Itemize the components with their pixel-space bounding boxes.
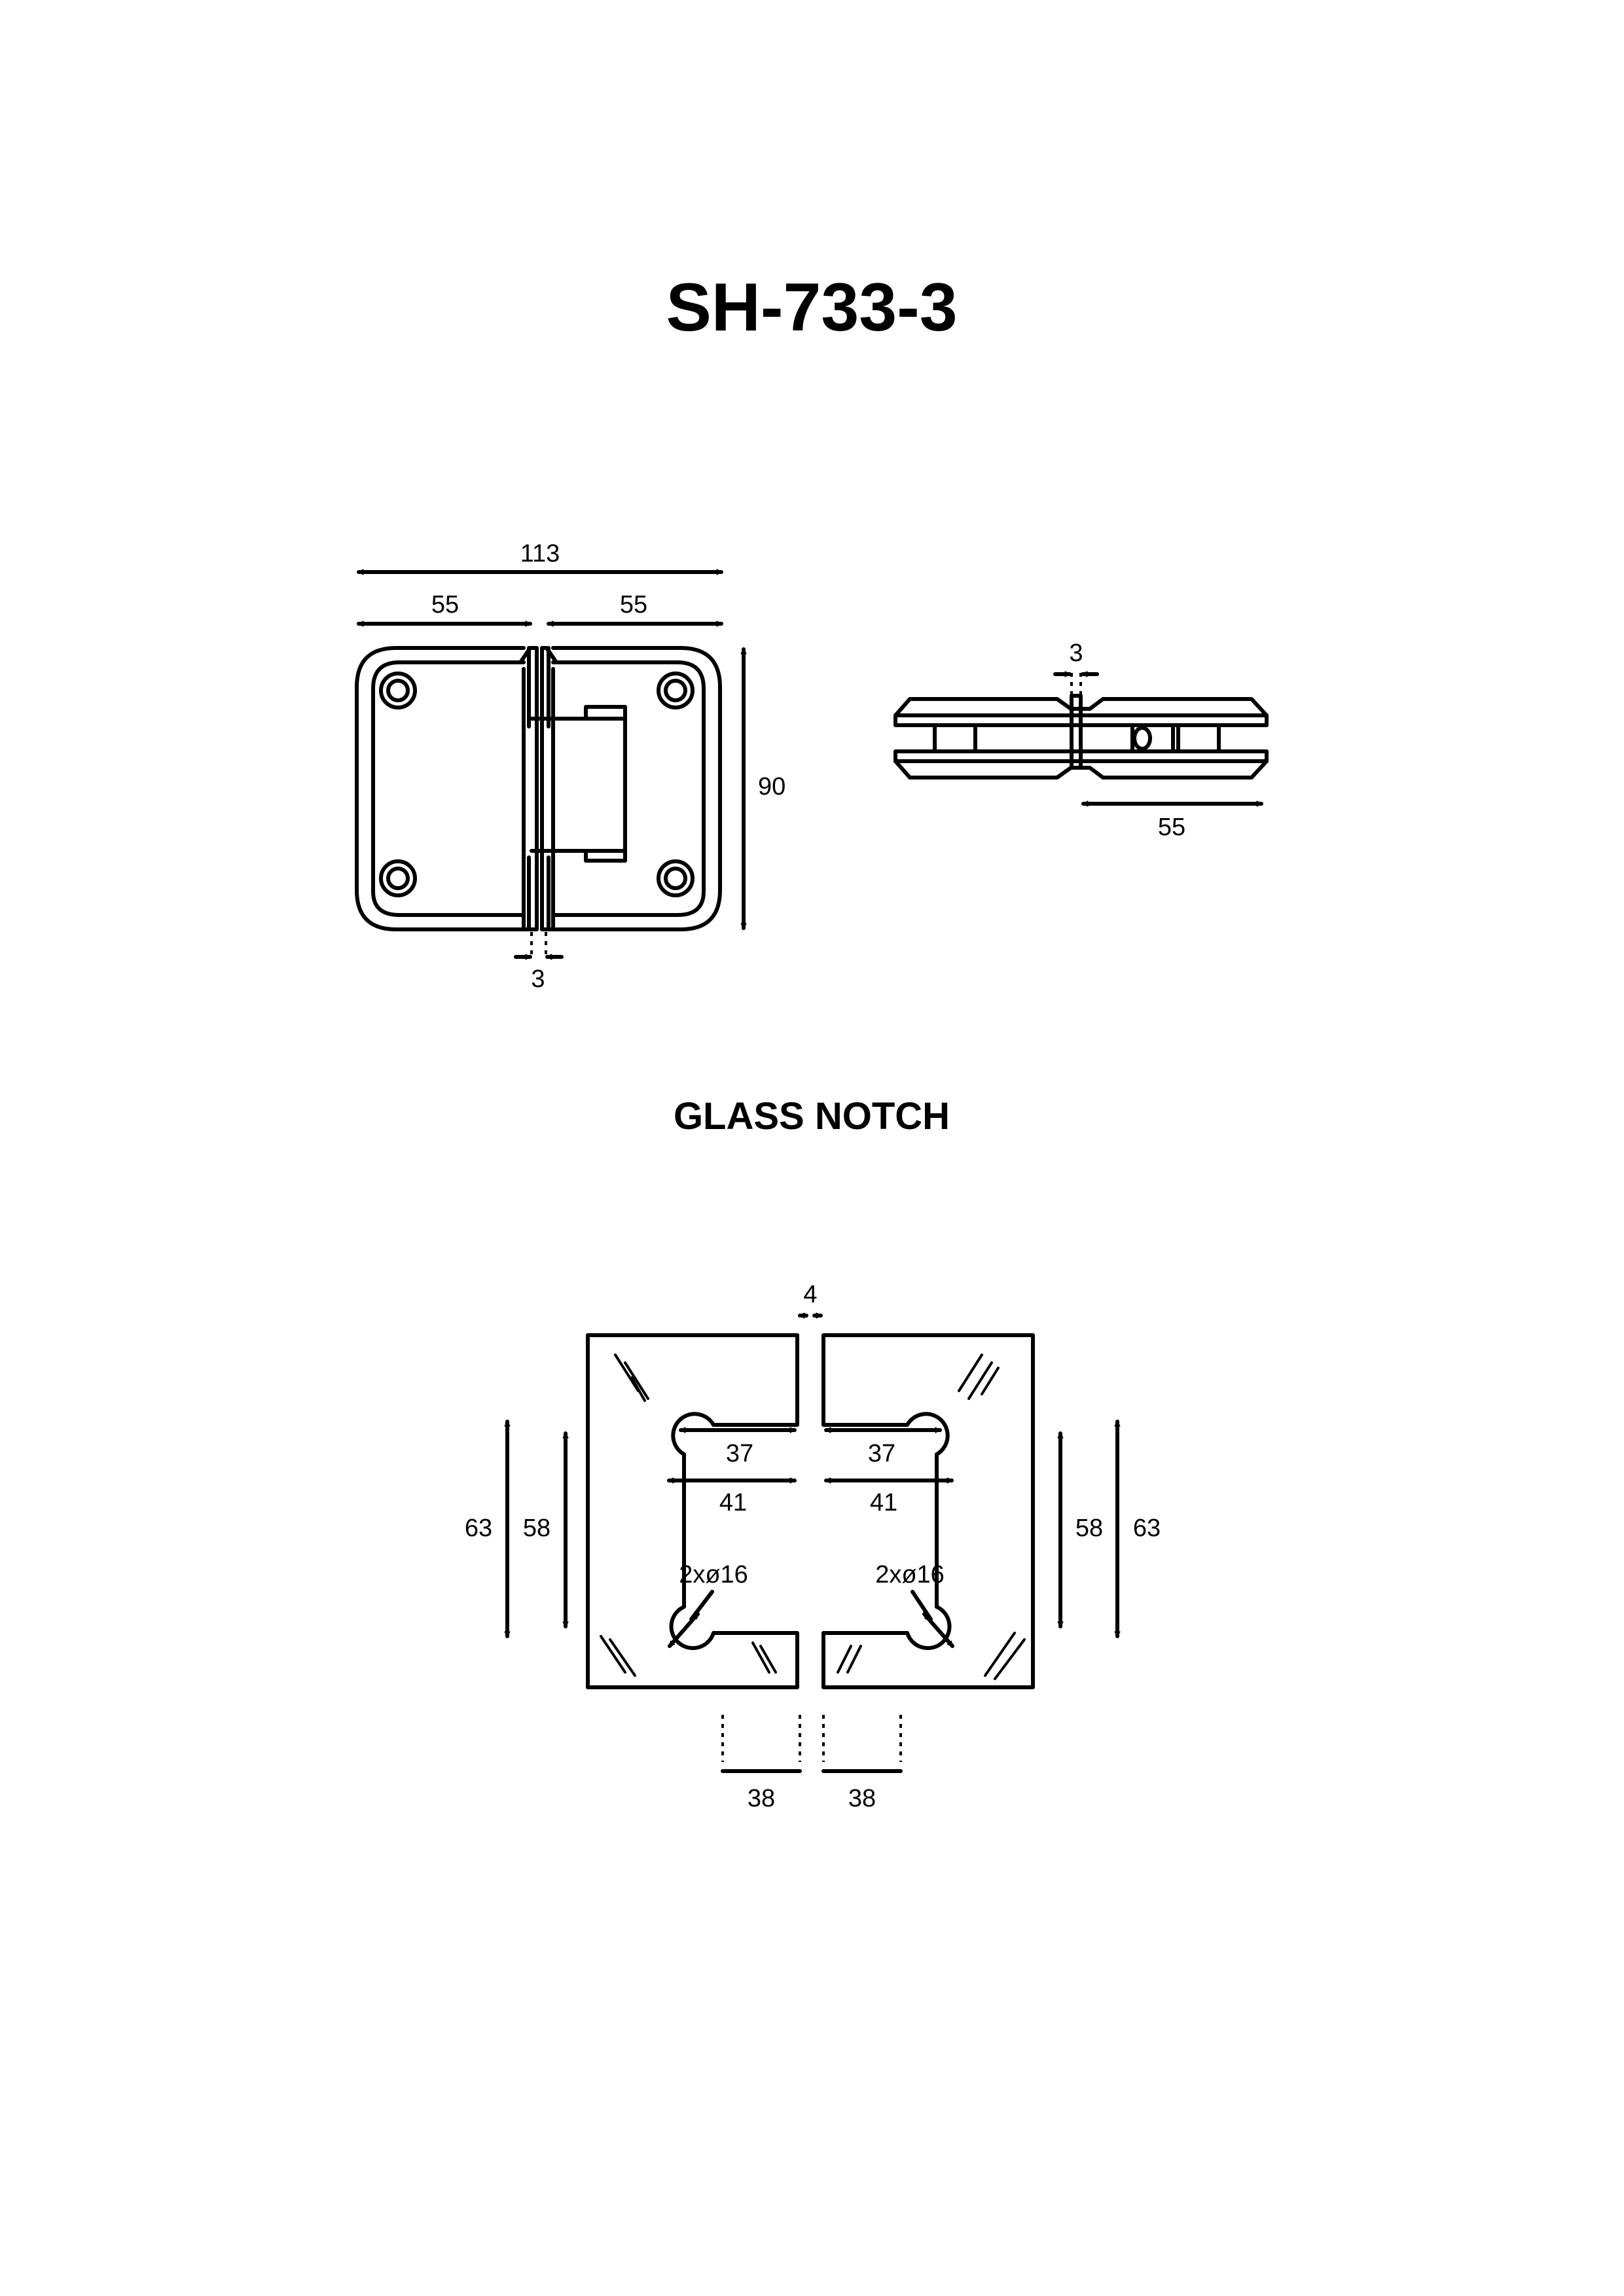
right-glass-panel: [821, 1333, 1035, 1689]
dimension-right-inner-height: 58: [1075, 1515, 1103, 1542]
glass-notch-drawing: 4 37 41 37 41 2xø16 2xø16 63 58 58 63: [465, 1281, 1161, 1812]
dimension-right-hole: 2xø16: [875, 1561, 945, 1588]
screw-icon: [657, 672, 695, 709]
screw-icon: [379, 672, 417, 709]
dimension-right-notch-width: 38: [848, 1785, 876, 1812]
dimension-notch-gap: 4: [803, 1281, 817, 1308]
dimension-left-width: 55: [431, 591, 459, 619]
dimension-right-outer-height: 63: [1133, 1515, 1161, 1542]
dimension-right-inner-width: 41: [870, 1489, 897, 1516]
section-title: GLASS NOTCH: [674, 1095, 950, 1138]
glass-hatch: [600, 1354, 1026, 1680]
dimension-right-width: 55: [620, 591, 647, 619]
dimension-height: 90: [758, 773, 785, 800]
dimension-arrow: [668, 1612, 700, 1648]
dimension-left-outer-height: 63: [465, 1515, 492, 1542]
drawing-title: SH-733-3: [666, 270, 957, 346]
hinge-body: [530, 705, 627, 863]
dimension-left-inner-height: 58: [523, 1515, 550, 1542]
dimension-right-inner-top: 37: [868, 1440, 895, 1467]
left-plate-outer: [355, 646, 526, 931]
dimension-gap: 3: [531, 965, 545, 993]
dimension-arrow: [922, 1612, 954, 1648]
dimension-side-gap: 3: [1069, 639, 1083, 667]
hinge-side-view: 3 55: [893, 639, 1269, 841]
left-plate-inner: [371, 660, 526, 917]
left-glass-panel: [586, 1333, 799, 1689]
screw-icon: [657, 859, 695, 897]
right-plate-outer: [551, 646, 722, 931]
pin-icon: [1132, 726, 1152, 751]
dimension-left-inner-width: 41: [719, 1489, 747, 1516]
dimension-left-inner-top: 37: [726, 1440, 753, 1467]
dimension-side-width: 55: [1158, 814, 1185, 841]
hinge-front-view: 113 55 55 90 3: [355, 540, 785, 993]
dimension-left-notch-width: 38: [748, 1785, 775, 1812]
right-plate-inner: [551, 660, 706, 917]
screw-icon: [379, 859, 417, 897]
dimension-overall-width: 113: [520, 540, 560, 567]
dimension-left-hole: 2xø16: [679, 1561, 748, 1588]
